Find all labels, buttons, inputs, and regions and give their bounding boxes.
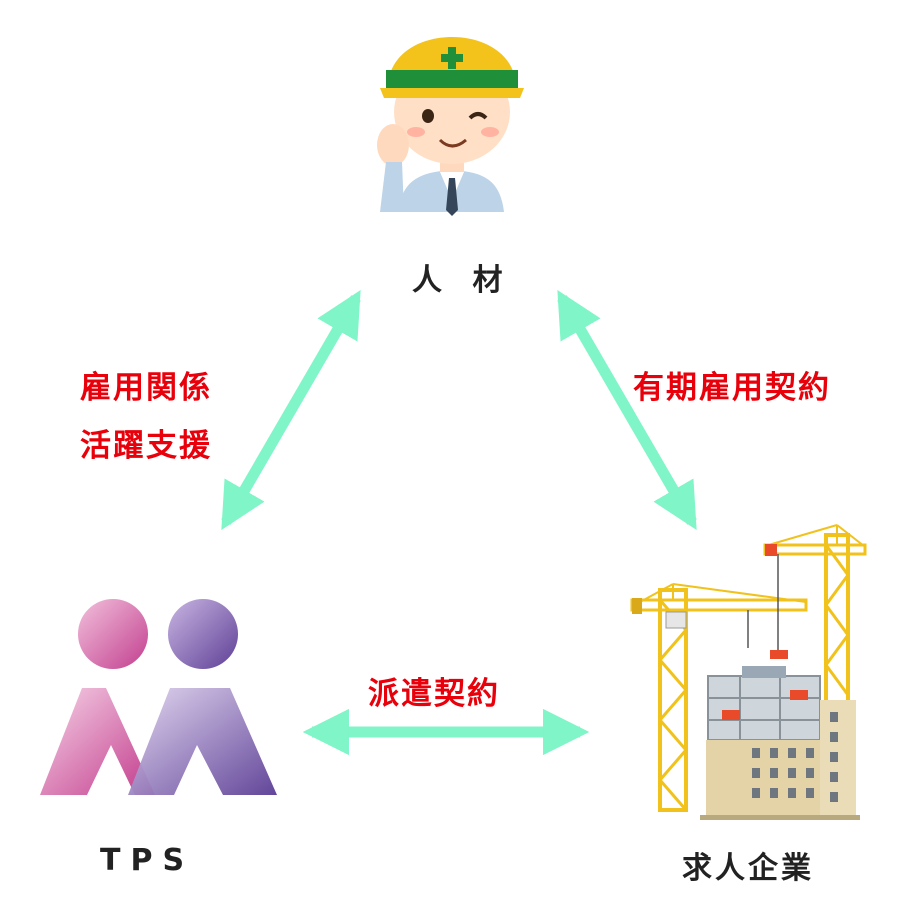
relation-label-support: 活躍支援 bbox=[80, 428, 212, 464]
tps-logo-right-body bbox=[128, 688, 277, 795]
node-label-worker: 人 材 bbox=[412, 263, 513, 298]
relation-label-dispatch-contract: 派遣契約 bbox=[368, 676, 500, 712]
node-label-tps: TPS bbox=[100, 843, 195, 878]
tps-logo-left-body bbox=[40, 688, 155, 795]
relation-label-fixed-term-contract: 有期雇用契約 bbox=[633, 370, 831, 406]
tps-logo-left-head bbox=[78, 599, 148, 669]
node-label-company: 求人企業 bbox=[682, 851, 814, 886]
arrow-worker-company bbox=[557, 290, 697, 530]
arrow-worker-tps bbox=[221, 290, 361, 530]
tps-logo-right-head bbox=[168, 599, 238, 669]
relation-label-employment: 雇用関係 bbox=[80, 370, 212, 406]
